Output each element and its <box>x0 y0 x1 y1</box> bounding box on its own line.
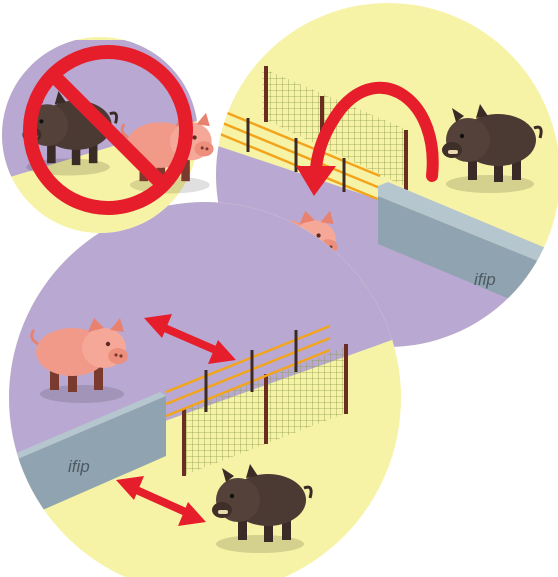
ifip-logo: ifip <box>474 270 496 289</box>
ifip-logo: ifip <box>68 457 90 476</box>
